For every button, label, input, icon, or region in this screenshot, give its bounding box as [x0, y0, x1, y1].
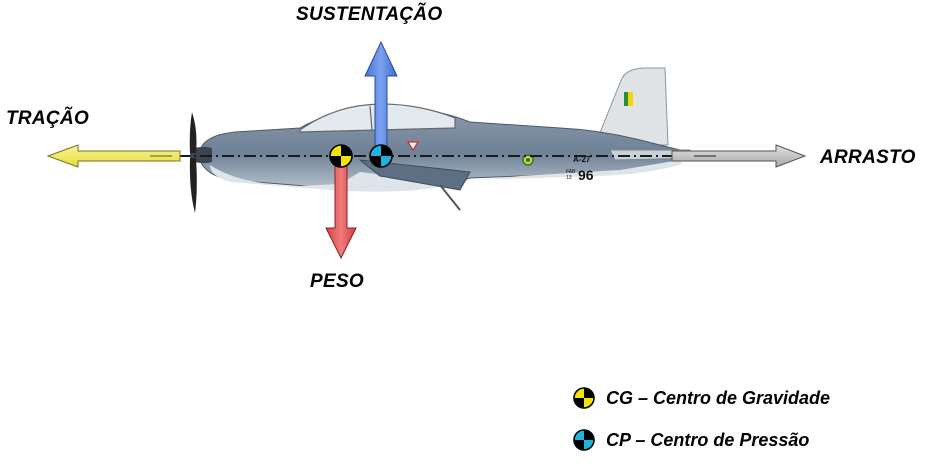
legend-cg: CG – Centro de Gravidade: [572, 386, 830, 410]
landing-gear: [439, 184, 461, 211]
flag-fin-green: [624, 92, 628, 106]
lift-label: SUSTENTAÇÃO: [296, 4, 443, 25]
legend-cp: CP – Centro de Pressão: [572, 428, 809, 452]
thrust-label: TRAÇÃO: [6, 108, 90, 129]
cp-marker: [369, 144, 393, 168]
lift-arrow: [364, 40, 398, 157]
weight-label: PESO: [310, 271, 364, 292]
legend-cp-text: CP – Centro de Pressão: [606, 429, 810, 450]
cg-marker: [329, 144, 353, 168]
tail-fin: [594, 67, 669, 146]
propeller-blade-bottom: [189, 158, 197, 213]
serial-small2: 13: [566, 175, 572, 181]
flag-fin-yellow: [628, 92, 633, 106]
aircraft: A-27 FAB 13 96: [189, 67, 696, 213]
weight-arrow: [325, 155, 357, 260]
propeller-blade-top: [189, 112, 197, 153]
serial-small: A-27: [573, 155, 591, 164]
warning-marking: [406, 141, 420, 152]
cg-symbol-icon: [573, 387, 595, 409]
serial-big: 96: [578, 167, 594, 183]
serial-prefix: FAB: [566, 169, 576, 175]
canopy-frame: [369, 105, 373, 131]
drag-label: ARRASTO: [820, 147, 916, 168]
roundel-inner: [526, 158, 530, 162]
wing: [358, 159, 471, 191]
thrust-arrow: [46, 144, 181, 168]
cp-symbol-icon: [573, 429, 595, 451]
drag-arrow: [671, 144, 807, 168]
legend-cg-text: CG – Centro de Gravidade: [606, 387, 831, 408]
